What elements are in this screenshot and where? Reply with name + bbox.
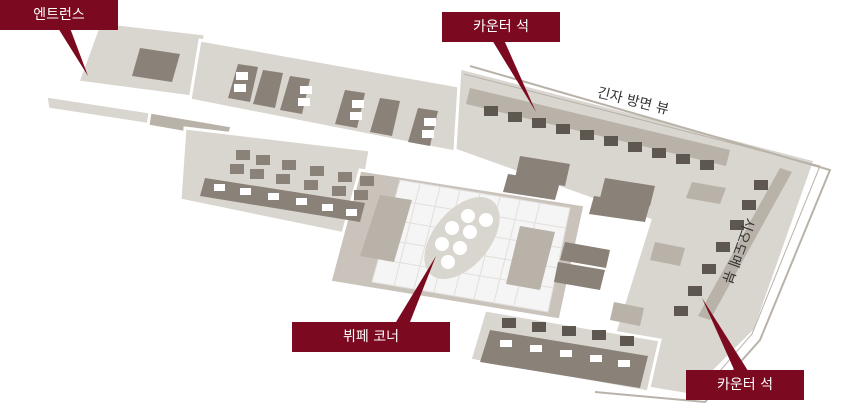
upper-row-plates (234, 72, 436, 138)
center-tables (503, 156, 726, 326)
buffet-callout: 뷔페 코너 (292, 322, 450, 352)
left-wing-plates (214, 184, 357, 216)
counter-seat-callout-bottom: 카운터 석 (686, 370, 804, 400)
callout-pointers (58, 28, 750, 374)
top-counter-seats (466, 88, 730, 170)
side-counter-seats (674, 168, 792, 320)
entrance-callout: 엔트런스 (0, 0, 118, 30)
counter-seat-callout-top: 카운터 석 (442, 12, 560, 42)
buffet-area (360, 179, 571, 313)
lower-tables (480, 318, 648, 388)
